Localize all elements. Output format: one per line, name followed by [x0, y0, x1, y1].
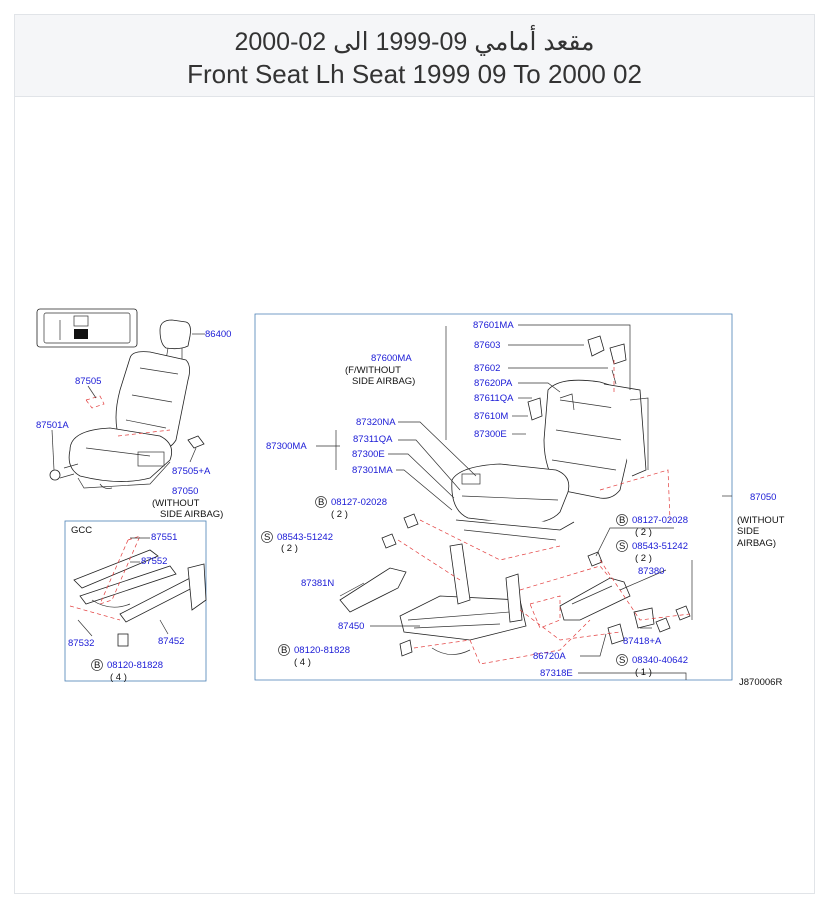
callout-87600MA[interactable]: 87600MA: [371, 353, 412, 364]
callout-08543-51242-left[interactable]: 08543-51242: [277, 532, 333, 543]
main-diagram-box: [254, 313, 733, 681]
callout-87505[interactable]: 87505: [75, 376, 101, 387]
svg-text:B: B: [94, 660, 100, 671]
qty-08340: ( 1 ): [635, 667, 652, 678]
bolts: [381, 513, 691, 657]
gcc-inset-box: [64, 520, 207, 682]
callout-87610M[interactable]: 87610M: [474, 411, 508, 422]
note-87050-right-side: SIDE: [737, 526, 759, 537]
page-title-english: Front Seat Lh Seat 1999 09 To 2000 02: [187, 59, 642, 89]
gcc-label: GCC: [71, 525, 92, 536]
svg-text:B: B: [619, 515, 625, 526]
callout-87300MA[interactable]: 87300MA: [266, 441, 307, 452]
callout-87450[interactable]: 87450: [338, 621, 364, 632]
bolt-symbol-b: [315, 496, 327, 508]
callout-87381N[interactable]: 87381N: [301, 578, 334, 589]
callout-87452[interactable]: 87452: [158, 636, 184, 647]
callout-87301MA[interactable]: 87301MA: [352, 465, 393, 476]
callout-87050-left[interactable]: 87050: [172, 486, 198, 497]
seat-back-87600MA[interactable]: [543, 379, 649, 499]
callout-08543-51242-right[interactable]: 08543-51242: [632, 541, 688, 552]
callout-87620PA[interactable]: 87620PA: [474, 378, 513, 389]
cover-87418A[interactable]: [633, 607, 655, 629]
callout-87320NA[interactable]: 87320NA: [356, 417, 396, 428]
note-87050-right-airbag: AIRBAG): [737, 538, 776, 549]
seat-assembly-overview: [49, 351, 205, 489]
callout-87318E[interactable]: 87318E: [540, 668, 573, 679]
svg-text:B: B: [281, 645, 287, 656]
seat-cushion-87300MA[interactable]: [451, 463, 575, 541]
knob-87610M[interactable]: [527, 397, 543, 421]
callout-87552[interactable]: 87552: [141, 556, 167, 567]
callout-08340-40642[interactable]: 08340-40642: [632, 655, 688, 666]
callout-87551[interactable]: 87551: [151, 532, 177, 543]
hook-86720A[interactable]: [607, 623, 625, 645]
note-without-left: (WITHOUT: [152, 498, 200, 509]
bolt-symbol-b: [616, 514, 628, 526]
callout-87380[interactable]: 87380: [638, 566, 664, 577]
callout-86720A[interactable]: 86720A: [533, 651, 566, 662]
note-87050-right-without: (WITHOUT: [737, 515, 785, 526]
screw-symbol-s: [616, 540, 628, 552]
diagram-reference-code: J870006R: [739, 677, 782, 688]
leader-lines: [316, 324, 732, 680]
page-title-arabic: مقعد أمامي 09-1999 الى 02-2000: [234, 28, 595, 56]
callout-87611QA[interactable]: 87611QA: [474, 393, 514, 404]
page-header: مقعد أمامي 09-1999 الى 02-2000 Front Sea…: [15, 15, 814, 97]
callout-08120-81828-gcc[interactable]: 08120-81828: [107, 660, 163, 671]
note-87600MA-without: (F/WITHOUT: [345, 365, 401, 376]
svg-text:S: S: [264, 532, 270, 543]
qty-08127-right: ( 2 ): [635, 527, 652, 538]
callout-87300E-cushion[interactable]: 87300E: [352, 449, 385, 460]
qty-08127-left: ( 2 ): [331, 509, 348, 520]
qty-08120-main: ( 4 ): [294, 657, 311, 668]
headrest-guide-87603[interactable]: [609, 343, 627, 365]
callout-08127-02028-left[interactable]: 08127-02028: [331, 497, 387, 508]
seat-frame-87450[interactable]: [399, 543, 527, 655]
callout-87505A[interactable]: 87505+A: [172, 466, 211, 477]
callout-87602[interactable]: 87602: [474, 363, 500, 374]
svg-text:S: S: [619, 655, 625, 666]
svg-text:S: S: [619, 541, 625, 552]
callout-87601MA[interactable]: 87601MA: [473, 320, 514, 331]
callout-87311QA[interactable]: 87311QA: [353, 434, 393, 445]
callout-87501A[interactable]: 87501A: [36, 420, 69, 431]
bolt-symbol-b: [278, 644, 290, 656]
callout-87300E-back[interactable]: 87300E: [474, 429, 507, 440]
callout-08120-81828-main[interactable]: 08120-81828: [294, 645, 350, 656]
note-side-airbag-left: SIDE AIRBAG): [160, 509, 223, 520]
screw-symbol-s: [616, 654, 628, 666]
side-cover-87381N[interactable]: [339, 567, 407, 613]
qty-08543-right: ( 2 ): [635, 553, 652, 564]
screw-symbol-s: [261, 531, 273, 543]
assembly-lines: [397, 360, 691, 665]
bolt-symbol-b: [91, 659, 103, 671]
callout-86400[interactable]: 86400: [205, 329, 231, 340]
callout-87532[interactable]: 87532: [68, 638, 94, 649]
gcc-seat-rails: [69, 535, 207, 647]
qty-08120-gcc: ( 4 ): [110, 672, 127, 683]
seat-rail-87380[interactable]: [559, 577, 631, 621]
svg-text:B: B: [318, 497, 324, 508]
qty-08543-left: ( 2 ): [281, 543, 298, 554]
callout-87050-right[interactable]: 87050: [750, 492, 776, 503]
callout-08127-02028-right[interactable]: 08127-02028: [632, 515, 688, 526]
headrest-86400[interactable]: [159, 319, 191, 361]
callout-87603[interactable]: 87603: [474, 340, 500, 351]
note-87600MA-airbag: SIDE AIRBAG): [352, 376, 415, 387]
callout-87418A[interactable]: 87418+A: [623, 636, 662, 647]
vehicle-location-icon: [36, 308, 138, 348]
headrest-guide-87601MA[interactable]: [587, 335, 605, 357]
